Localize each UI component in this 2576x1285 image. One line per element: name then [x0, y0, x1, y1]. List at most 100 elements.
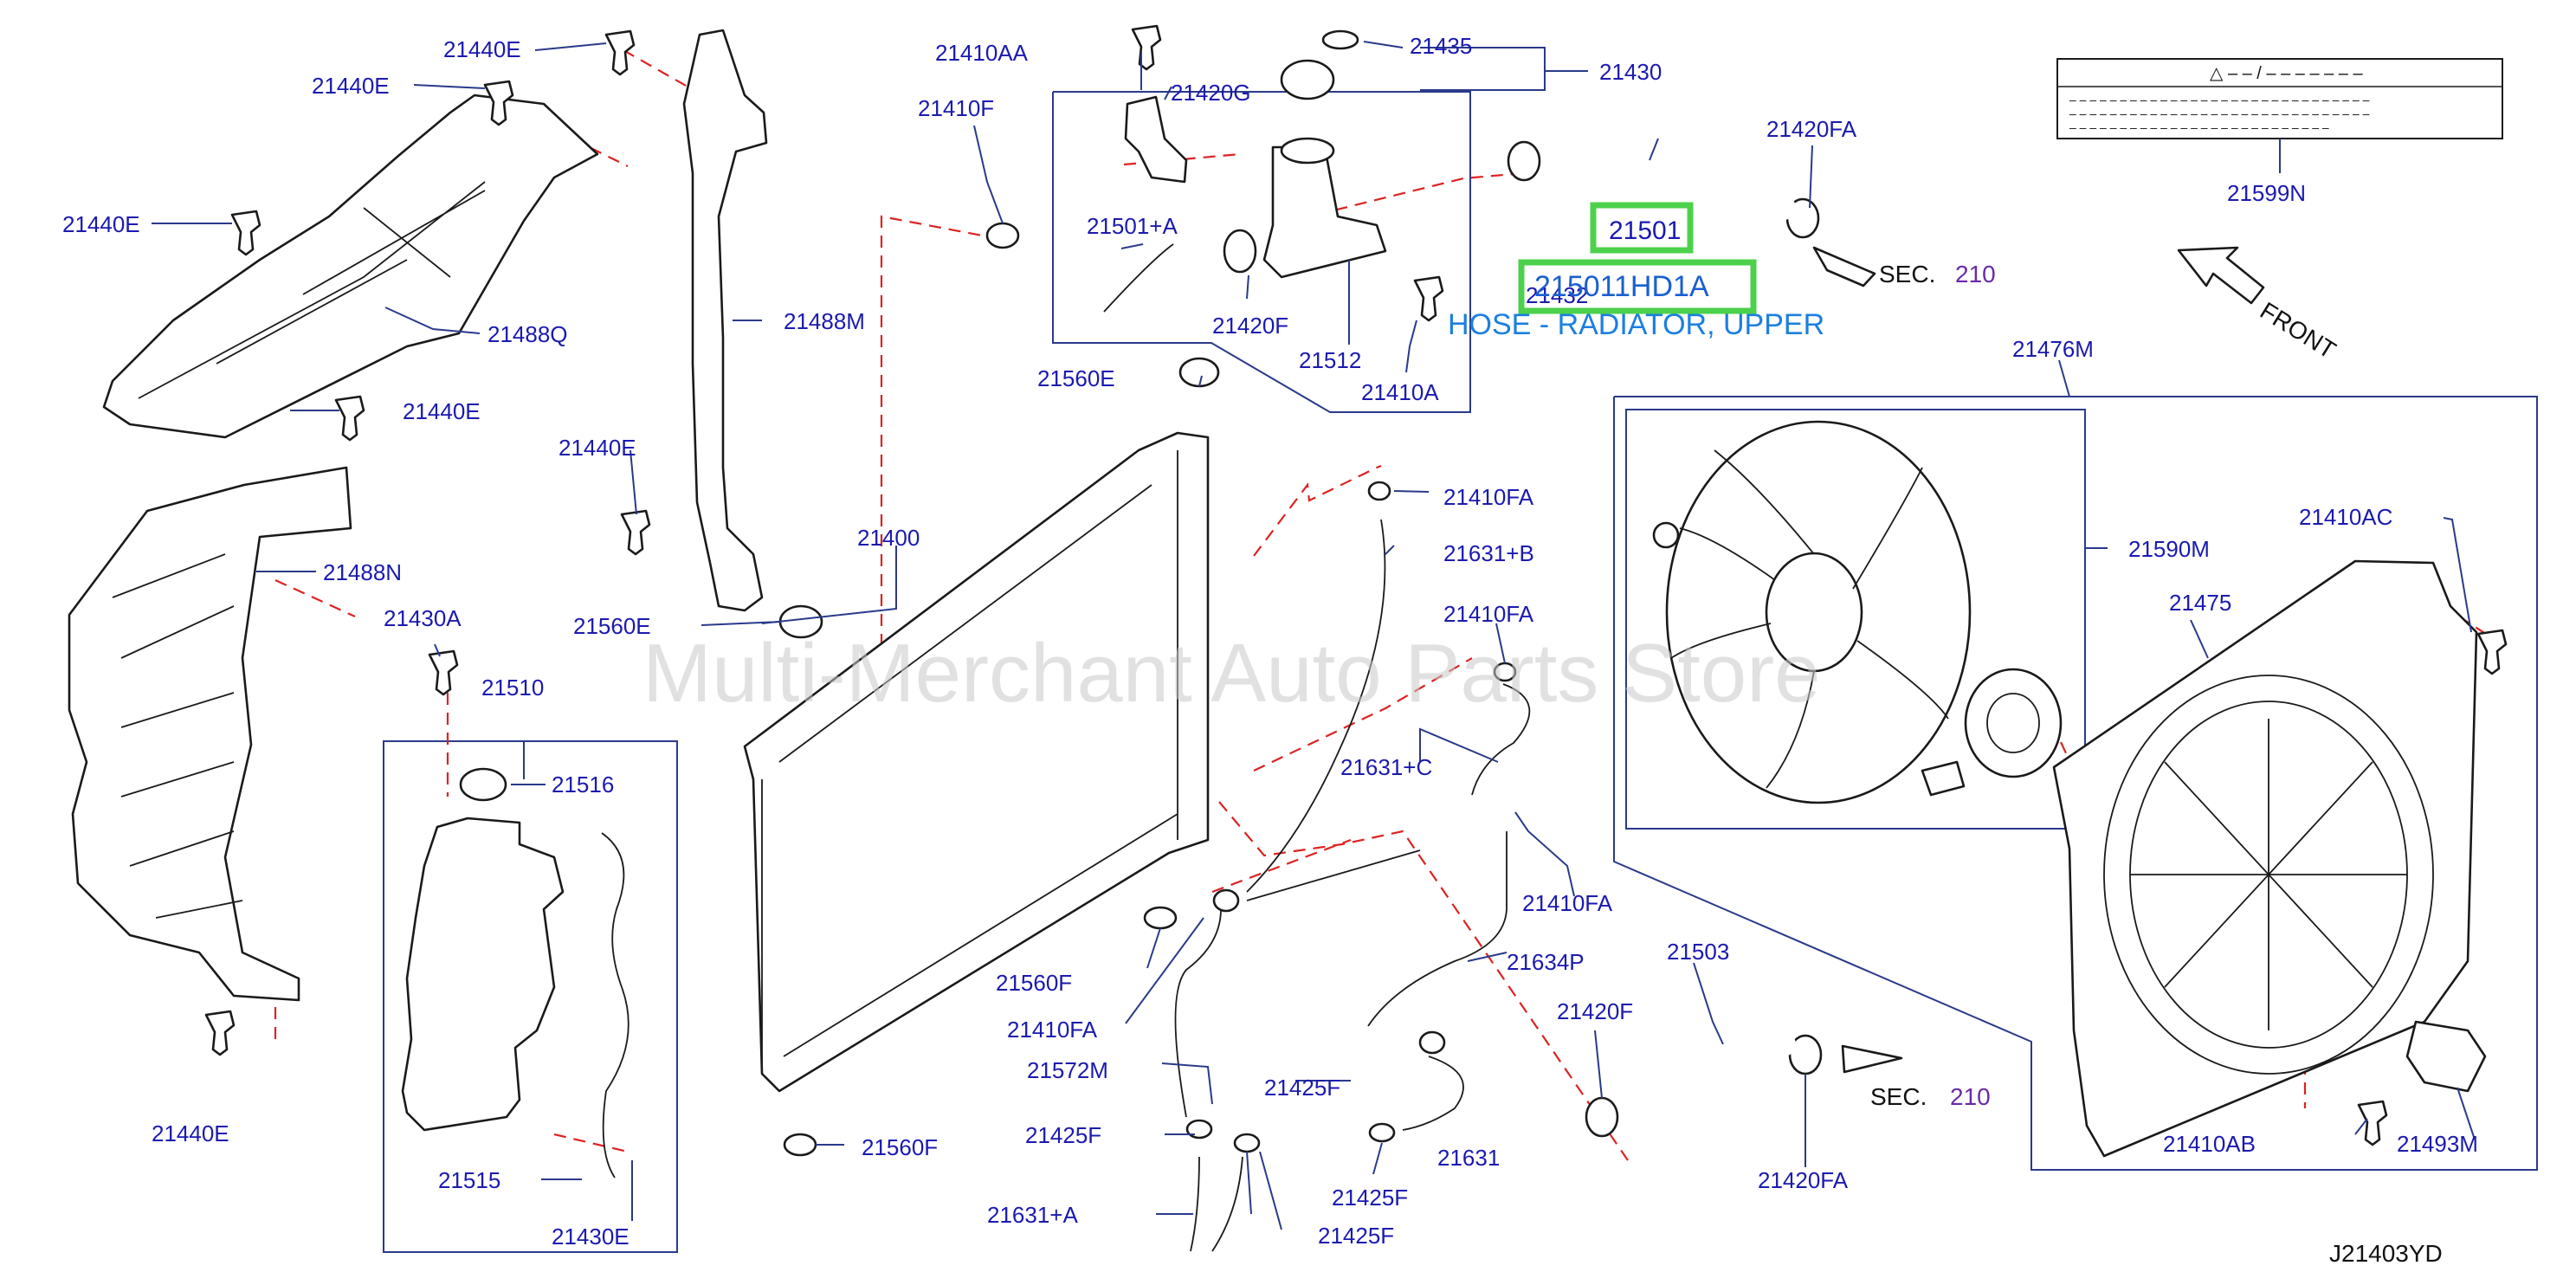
bracket-21420g-part	[1124, 95, 1188, 184]
label-21425f-2[interactable]: 21425F	[1025, 1122, 1101, 1148]
fan-motor-part	[1652, 521, 2063, 797]
hose-21631b-part	[1246, 519, 1386, 893]
label-21400[interactable]: 21400	[857, 525, 920, 551]
clip-parts	[204, 24, 2508, 1146]
radiator-21400-part	[743, 431, 1210, 1093]
label-21599n[interactable]: 21599N	[2227, 180, 2306, 206]
clamp-parts	[985, 140, 1823, 1153]
label-21440e-1[interactable]: 21440E	[443, 36, 521, 62]
bracket-21435-21430	[1420, 47, 1546, 91]
front-arrow: FRONT	[2177, 246, 2340, 364]
label-21572m[interactable]: 21572M	[1027, 1057, 1108, 1083]
label-21410fa-3[interactable]: 21410FA	[1522, 890, 1613, 916]
label-21425f-3[interactable]: 21425F	[1332, 1185, 1408, 1211]
label-plate-line4: – – – – – – – – – – – – – – – – – – – – …	[2069, 120, 2329, 134]
hose-21631c-part	[1471, 683, 1531, 796]
filler-neck-21512-part	[1262, 145, 1387, 279]
label-21425f-4[interactable]: 21425F	[1318, 1223, 1394, 1249]
label-21501-highlight[interactable]: 21501	[1609, 216, 1681, 245]
front-label: FRONT	[2256, 297, 2340, 364]
highlighted-part[interactable]: 21501 21432 215011HD1A HOSE - RADIATOR, …	[1448, 202, 1824, 341]
label-21420f-2[interactable]: 21420F	[1557, 998, 1633, 1024]
cap-21516-part	[459, 767, 507, 802]
label-21440e-4[interactable]: 21440E	[403, 398, 481, 424]
front-arrow-icon	[2177, 246, 2265, 305]
hose-21634p-part	[1367, 831, 1508, 1027]
group-box-fan-assembly	[1613, 396, 2538, 1171]
label-21410a[interactable]: 21410A	[1361, 379, 1439, 405]
label-21631[interactable]: 21631	[1437, 1145, 1500, 1171]
label-21430[interactable]: 21430	[1599, 59, 1662, 85]
label-21440e-2[interactable]: 21440E	[312, 73, 390, 99]
label-21503[interactable]: 21503	[1667, 939, 1729, 965]
label-21515[interactable]: 21515	[438, 1167, 500, 1193]
shroud-upper-21488q-part	[102, 94, 599, 439]
full-part-number[interactable]: 215011HD1A	[1534, 270, 1709, 303]
label-plate: △ – – / – – – – – – – – – – – – – – – – …	[2056, 58, 2503, 173]
label-21432[interactable]: 21432	[1526, 282, 1588, 308]
fan-blade-21590m-part	[1665, 420, 1972, 804]
label-21420fa-1[interactable]: 21420FA	[1766, 116, 1857, 142]
group-box-upper-hose	[1052, 91, 1471, 413]
label-plate-line2: – – – – – – – – – – – – – – – – – – – – …	[2069, 93, 2370, 107]
sec-number-upper[interactable]: 210	[1955, 261, 1996, 287]
mount-21560f-part	[1143, 906, 1178, 930]
label-21420fa-2[interactable]: 21420FA	[1758, 1167, 1849, 1193]
label-21410fa-4[interactable]: 21410FA	[1007, 1017, 1098, 1043]
label-21488m[interactable]: 21488M	[784, 308, 865, 334]
label-21634p[interactable]: 21634P	[1507, 949, 1585, 975]
air-guide-lower-21488n-part	[68, 466, 352, 1002]
label-21410ab[interactable]: 21410AB	[2163, 1131, 2256, 1157]
label-21590m[interactable]: 21590M	[2128, 536, 2210, 562]
label-21435[interactable]: 21435	[1410, 33, 1472, 59]
label-21440e-5[interactable]: 21440E	[558, 435, 636, 461]
label-21631-c[interactable]: 21631+C	[1340, 754, 1432, 780]
sec-arrow-lower-icon	[1841, 1044, 1903, 1074]
label-21488q[interactable]: 21488Q	[487, 321, 568, 347]
seal-21435-part	[1321, 29, 1359, 50]
label-21631-a[interactable]: 21631+A	[987, 1202, 1078, 1228]
highlight-box-21501[interactable]	[1590, 202, 1694, 254]
label-21410fa-1[interactable]: 21410FA	[1443, 484, 1534, 510]
reservoir-tank-21510-part	[401, 817, 565, 1132]
label-21420g[interactable]: 21420G	[1171, 80, 1251, 106]
label-21476m[interactable]: 21476M	[2012, 336, 2094, 362]
label-21475[interactable]: 21475	[2169, 590, 2231, 616]
sec-number-lower[interactable]: 210	[1950, 1083, 1991, 1110]
label-21512[interactable]: 21512	[1299, 347, 1361, 373]
label-21516[interactable]: 21516	[552, 772, 614, 797]
label-21510[interactable]: 21510	[481, 675, 544, 701]
label-21440e-3[interactable]: 21440E	[62, 211, 140, 237]
label-21420f-1[interactable]: 21420F	[1212, 313, 1288, 339]
label-21430e[interactable]: 21430E	[552, 1224, 629, 1249]
label-21440e-6[interactable]: 21440E	[152, 1120, 229, 1146]
label-21560e-1[interactable]: 21560E	[1037, 365, 1115, 391]
label-21425f-1[interactable]: 21425F	[1264, 1075, 1340, 1101]
hose-21515-part	[601, 832, 629, 1178]
label-21560f-2[interactable]: 21560F	[862, 1134, 938, 1160]
label-21410fa-2[interactable]: 21410FA	[1443, 601, 1534, 627]
label-21560f-1[interactable]: 21560F	[996, 970, 1072, 996]
label-21488n[interactable]: 21488N	[323, 559, 402, 585]
label-21410ac[interactable]: 21410AC	[2299, 504, 2392, 530]
label-plate-line3: – – – – – – – – – – – – – – – – – – – – …	[2069, 107, 2370, 120]
label-21410f[interactable]: 21410F	[918, 95, 994, 121]
label-plate-line1: △ – – / – – – – – – –	[2210, 64, 2363, 83]
hose-21572m-part	[1174, 908, 1222, 1118]
group-box-reservoir	[383, 740, 678, 1253]
label-21560e-2[interactable]: 21560E	[573, 613, 651, 639]
label-21501-a[interactable]: 21501+A	[1087, 213, 1178, 239]
connector-21493m-part	[2405, 1020, 2487, 1093]
side-seal-21488m-part	[682, 29, 768, 612]
hose-21501a-part	[1103, 243, 1174, 313]
diagram-id: J21403YD	[2329, 1240, 2443, 1267]
radiator-cap-21430-part	[1280, 59, 1335, 100]
label-21493m[interactable]: 21493M	[2397, 1131, 2478, 1157]
part-description: HOSE - RADIATOR, UPPER	[1448, 308, 1824, 341]
label-21631-b[interactable]: 21631+B	[1443, 540, 1534, 566]
label-21410aa[interactable]: 21410AA	[935, 40, 1029, 66]
label-21430a[interactable]: 21430A	[384, 605, 462, 631]
fan-shroud-21475-part	[2052, 559, 2478, 1158]
highlight-box-215011hd1a[interactable]	[1518, 259, 1757, 314]
